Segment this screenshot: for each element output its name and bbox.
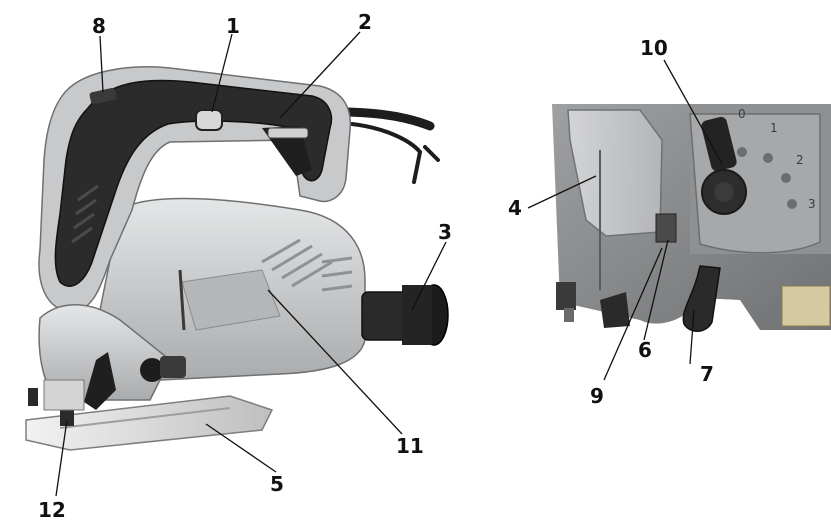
callout-8: 8	[92, 14, 106, 38]
callout-4: 4	[508, 196, 522, 220]
dial-mark-0: 0	[738, 107, 746, 121]
jigsaw	[25, 66, 449, 451]
leader-lines-left	[55, 31, 447, 497]
callout-7: 7	[700, 362, 714, 386]
detail-view	[552, 104, 831, 332]
callout-12: 12	[38, 498, 66, 522]
dial-mark-3: 3	[808, 197, 816, 211]
callout-11: 11	[396, 434, 424, 458]
callout-3: 3	[438, 220, 452, 244]
callout-1: 1	[226, 14, 240, 38]
leader-lines-right	[527, 59, 723, 381]
dial-mark-1: 1	[770, 121, 778, 135]
callout-10: 10	[640, 36, 668, 60]
callout-5: 5	[270, 472, 284, 496]
dial-mark-2: 2	[796, 153, 804, 167]
callout-2: 2	[358, 10, 372, 34]
callout-6: 6	[638, 338, 652, 362]
dial-marks: 0 1 2 3	[738, 107, 816, 211]
callout-9: 9	[590, 384, 604, 408]
